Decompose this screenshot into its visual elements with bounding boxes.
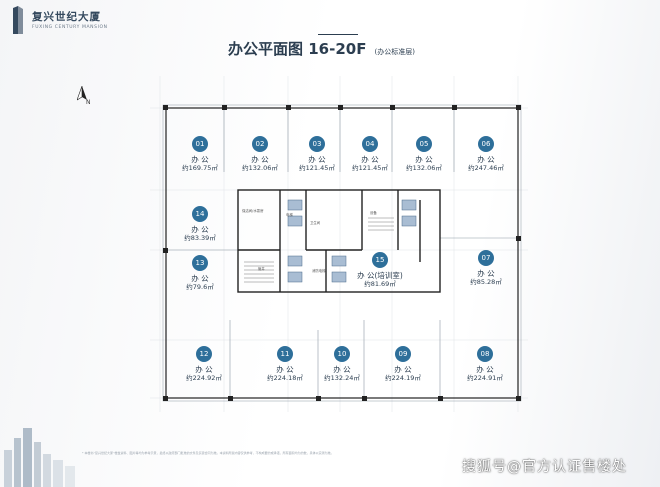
stairs	[244, 217, 394, 283]
unit-12: 12 办 公 约224.92㎡	[176, 346, 232, 383]
unit-number-badge: 08	[477, 346, 493, 362]
unit-area: 约81.69㎡	[364, 280, 396, 288]
unit-area: 约169.75㎡	[182, 164, 218, 172]
unit-number-badge: 13	[192, 255, 208, 271]
brand-name: 复兴世纪大厦	[32, 11, 101, 23]
unit-number-badge: 11	[277, 346, 293, 362]
unit-area: 约224.19㎡	[385, 374, 421, 382]
columns	[163, 105, 521, 401]
unit-14: 14 办 公 约83.39㎡	[172, 206, 228, 243]
unit-name: 办 公	[394, 365, 412, 374]
partitions	[166, 108, 518, 398]
unit-area: 约132.06㎡	[406, 164, 442, 172]
city-skyline-illustration	[4, 428, 75, 487]
unit-name: 办 公(培训室)	[357, 271, 403, 280]
unit-number-badge: 12	[196, 346, 212, 362]
unit-area: 约83.39㎡	[184, 234, 216, 242]
unit-05: 05 办 公 约132.06㎡	[396, 136, 452, 173]
tower-logo-icon	[13, 6, 23, 34]
unit-13: 13 办 公 约79.6㎡	[172, 255, 228, 292]
unit-10: 10 办 公 约132.24㎡	[314, 346, 370, 383]
unit-name: 办 公	[333, 365, 351, 374]
unit-area: 约224.92㎡	[186, 374, 222, 382]
watermark: 搜狐号@官方认证售楼处	[462, 459, 627, 475]
unit-number-badge: 10	[334, 346, 350, 362]
unit-number-badge: 03	[309, 136, 325, 152]
core-label-cleaning: 保洁间/水泵房	[242, 209, 264, 213]
unit-area: 约121.45㎡	[299, 164, 335, 172]
unit-11: 11 办 公 约224.18㎡	[257, 346, 313, 383]
unit-area: 约247.46㎡	[468, 164, 504, 172]
unit-name: 办 公	[476, 365, 494, 374]
core-label-equipment: 设备	[370, 211, 377, 215]
north-label: N	[86, 99, 91, 106]
unit-name: 办 公	[477, 155, 495, 164]
unit-09: 09 办 公 约224.19㎡	[375, 346, 431, 383]
unit-number-badge: 01	[192, 136, 208, 152]
unit-area: 约224.91㎡	[467, 374, 503, 382]
unit-name: 办 公	[251, 155, 269, 164]
core-label-toilet: 卫生间	[310, 221, 321, 225]
unit-07: 07 办 公 约85.28㎡	[458, 250, 514, 287]
unit-01: 01 办 公 约169.75㎡	[172, 136, 228, 173]
unit-area: 约132.24㎡	[324, 374, 360, 382]
unit-name: 办 公	[415, 155, 433, 164]
unit-name: 办 公	[191, 274, 209, 283]
core-label-shaft: 管井	[258, 267, 265, 271]
title-rule	[318, 34, 358, 35]
unit-number-badge: 07	[478, 250, 494, 266]
elevator-cabins	[287, 199, 417, 283]
footnote: * 本楼书“复兴世纪大厦”楼盘资料、图片等均为参考示意，最终以政府部门批准的文件…	[82, 451, 334, 455]
page-title: 办公平面图 16-20F (办公标准层)	[228, 38, 415, 59]
unit-area: 约224.18㎡	[267, 374, 303, 382]
unit-04: 04 办 公 约121.45㎡	[342, 136, 398, 173]
unit-number-badge: 14	[192, 206, 208, 222]
unit-number-badge: 06	[478, 136, 494, 152]
unit-number-badge: 02	[252, 136, 268, 152]
unit-08: 08 办 公 约224.91㎡	[457, 346, 513, 383]
unit-number-badge: 15	[372, 252, 388, 268]
unit-number-badge: 04	[362, 136, 378, 152]
unit-15: 15 办 公(培训室) 约81.69㎡	[350, 252, 410, 289]
unit-area: 约79.6㎡	[186, 283, 214, 291]
unit-02: 02 办 公 约132.06㎡	[232, 136, 288, 173]
unit-name: 办 公	[191, 225, 209, 234]
unit-number-badge: 05	[416, 136, 432, 152]
unit-number-badge: 09	[395, 346, 411, 362]
core-walls	[237, 189, 441, 293]
brand-name-en: FUXING CENTURY MANSION	[32, 25, 108, 30]
core-label-elevator: 电梯	[286, 213, 293, 217]
unit-03: 03 办 公 约121.45㎡	[289, 136, 345, 173]
unit-area: 约85.28㎡	[470, 278, 502, 286]
title-main: 办公平面图 16-20F	[228, 40, 367, 58]
unit-area: 约132.06㎡	[242, 164, 278, 172]
unit-name: 办 公	[308, 155, 326, 164]
core-label-fire-elevator: 消防电梯	[312, 269, 326, 273]
unit-06: 06 办 公 约247.46㎡	[458, 136, 514, 173]
unit-name: 办 公	[195, 365, 213, 374]
unit-name: 办 公	[276, 365, 294, 374]
north-arrow-icon	[77, 86, 87, 101]
title-sub: (办公标准层)	[374, 48, 416, 56]
unit-name: 办 公	[361, 155, 379, 164]
unit-area: 约121.45㎡	[352, 164, 388, 172]
unit-name: 办 公	[191, 155, 209, 164]
unit-name: 办 公	[477, 269, 495, 278]
